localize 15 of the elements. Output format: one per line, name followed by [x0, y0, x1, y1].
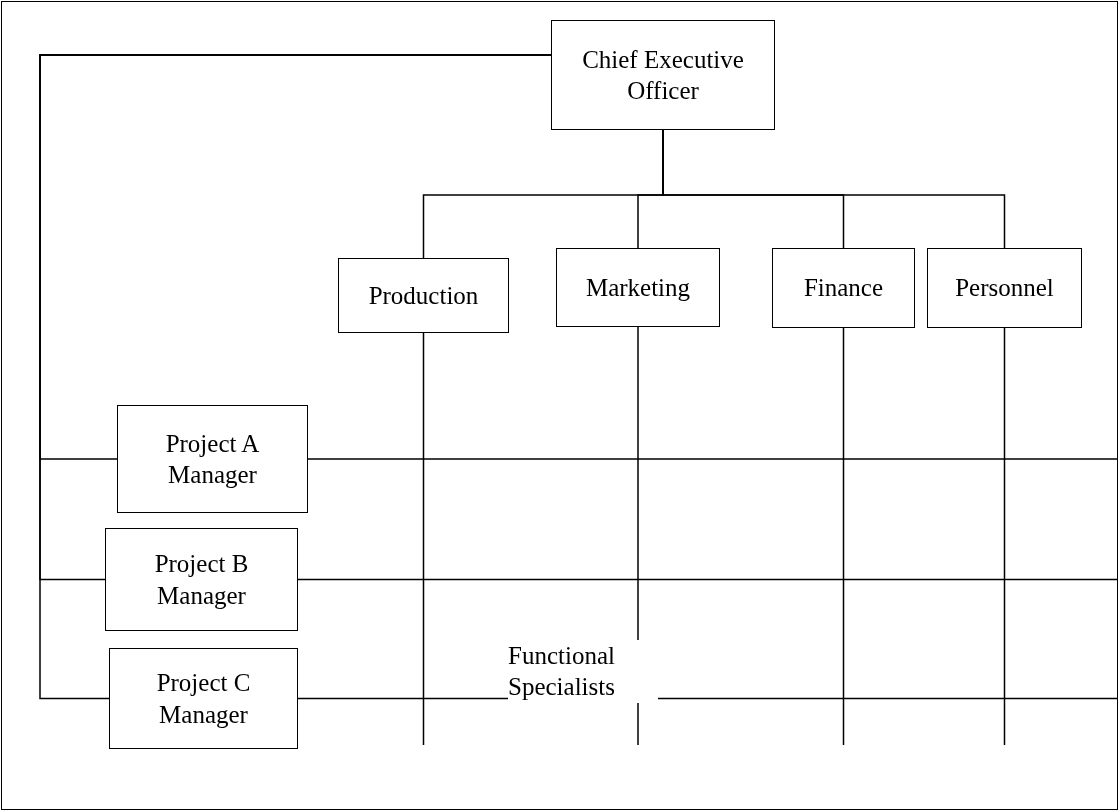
connector-line [39, 54, 552, 700]
connector-line [307, 458, 1119, 460]
connector-line [1003, 327, 1006, 746]
org-box: Project C Manager [109, 648, 298, 749]
org-box: Personnel [927, 248, 1082, 328]
org-box: Chief Executive Officer [551, 20, 775, 130]
org-box: Project A Manager [117, 405, 308, 513]
connector-line [842, 327, 845, 746]
group-label: Functional Specialists [508, 640, 658, 703]
org-box: Production [338, 258, 509, 333]
org-box: Project B Manager [105, 528, 298, 631]
connector-line [422, 332, 425, 746]
org-box: Marketing [556, 248, 720, 327]
connector-line [297, 578, 1119, 581]
org-box: Finance [772, 248, 915, 328]
